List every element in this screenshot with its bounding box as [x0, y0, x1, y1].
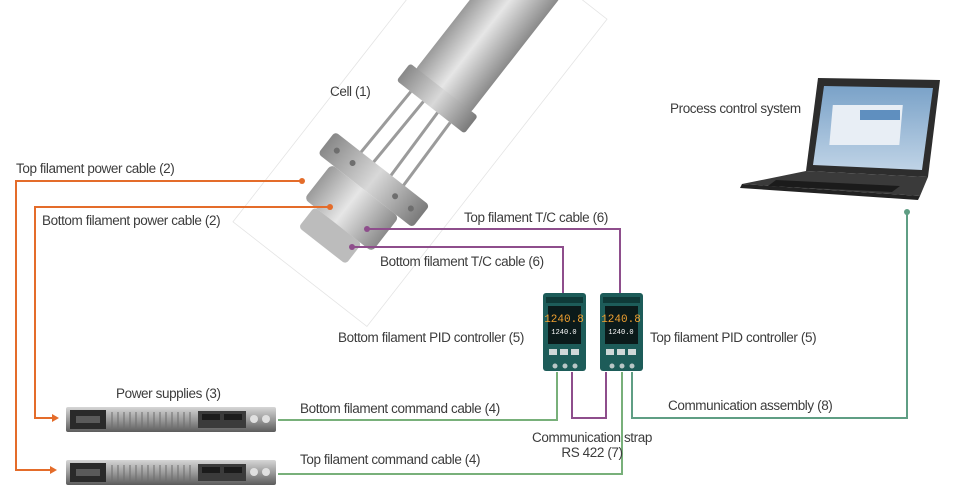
top-pid-label: Top filament PID controller (5): [650, 330, 817, 345]
bottom-pid-sub-readout: 1240.0: [551, 329, 576, 337]
communication-assembly: [631, 212, 908, 419]
bottom-pid-main-readout: 1240.8: [544, 314, 584, 326]
top-pid-controller: 1240.8 1240.0: [600, 293, 643, 371]
bottom-tc-cable-label: Bottom filament T/C cable (6): [380, 254, 544, 269]
top-filament-tc-cable: [367, 228, 621, 297]
top-filament-command-cable: [278, 372, 623, 475]
comm-assembly-label: Communication assembly (8): [668, 398, 833, 413]
top-pid-sub-readout: 1240.0: [608, 329, 633, 337]
bottom-command-cable-label: Bottom filament command cable (4): [300, 401, 500, 416]
top-command-cable-label: Top filament command cable (4): [300, 452, 481, 467]
cell-label: Cell (1): [330, 84, 371, 99]
bottom-pid-controller: 1240.8 1240.0: [543, 293, 586, 371]
bottom-power-cable-label: Bottom filament power cable (2): [42, 213, 221, 228]
top-power-cable-label: Top filament power cable (2): [16, 161, 175, 176]
bottom-pid-label: Bottom filament PID controller (5): [338, 330, 524, 345]
top-pid-main-readout: 1240.8: [601, 314, 641, 326]
top-tc-cable-label: Top filament T/C cable (6): [464, 210, 608, 225]
bottom-filament-tc-cable: [352, 246, 564, 297]
power-supplies-label: Power supplies (3): [116, 386, 221, 401]
process-control-label: Process control system: [670, 101, 801, 116]
comm-strap-label-line1: Communication strap: [532, 430, 652, 445]
comm-strap-label: Communication strap RS 422 (7): [522, 430, 662, 460]
communication-strap: [571, 372, 607, 419]
effusion-cell: [232, 0, 608, 328]
bottom-filament-power-cable: [34, 206, 330, 419]
power-supply-bottom-filament: [66, 407, 276, 432]
laptop-icon: [740, 78, 940, 200]
top-filament-power-cable: [15, 180, 302, 471]
bottom-filament-command-cable: [278, 372, 558, 421]
comm-strap-label-line2: RS 422 (7): [561, 445, 623, 460]
power-supply-top-filament: [66, 460, 276, 485]
